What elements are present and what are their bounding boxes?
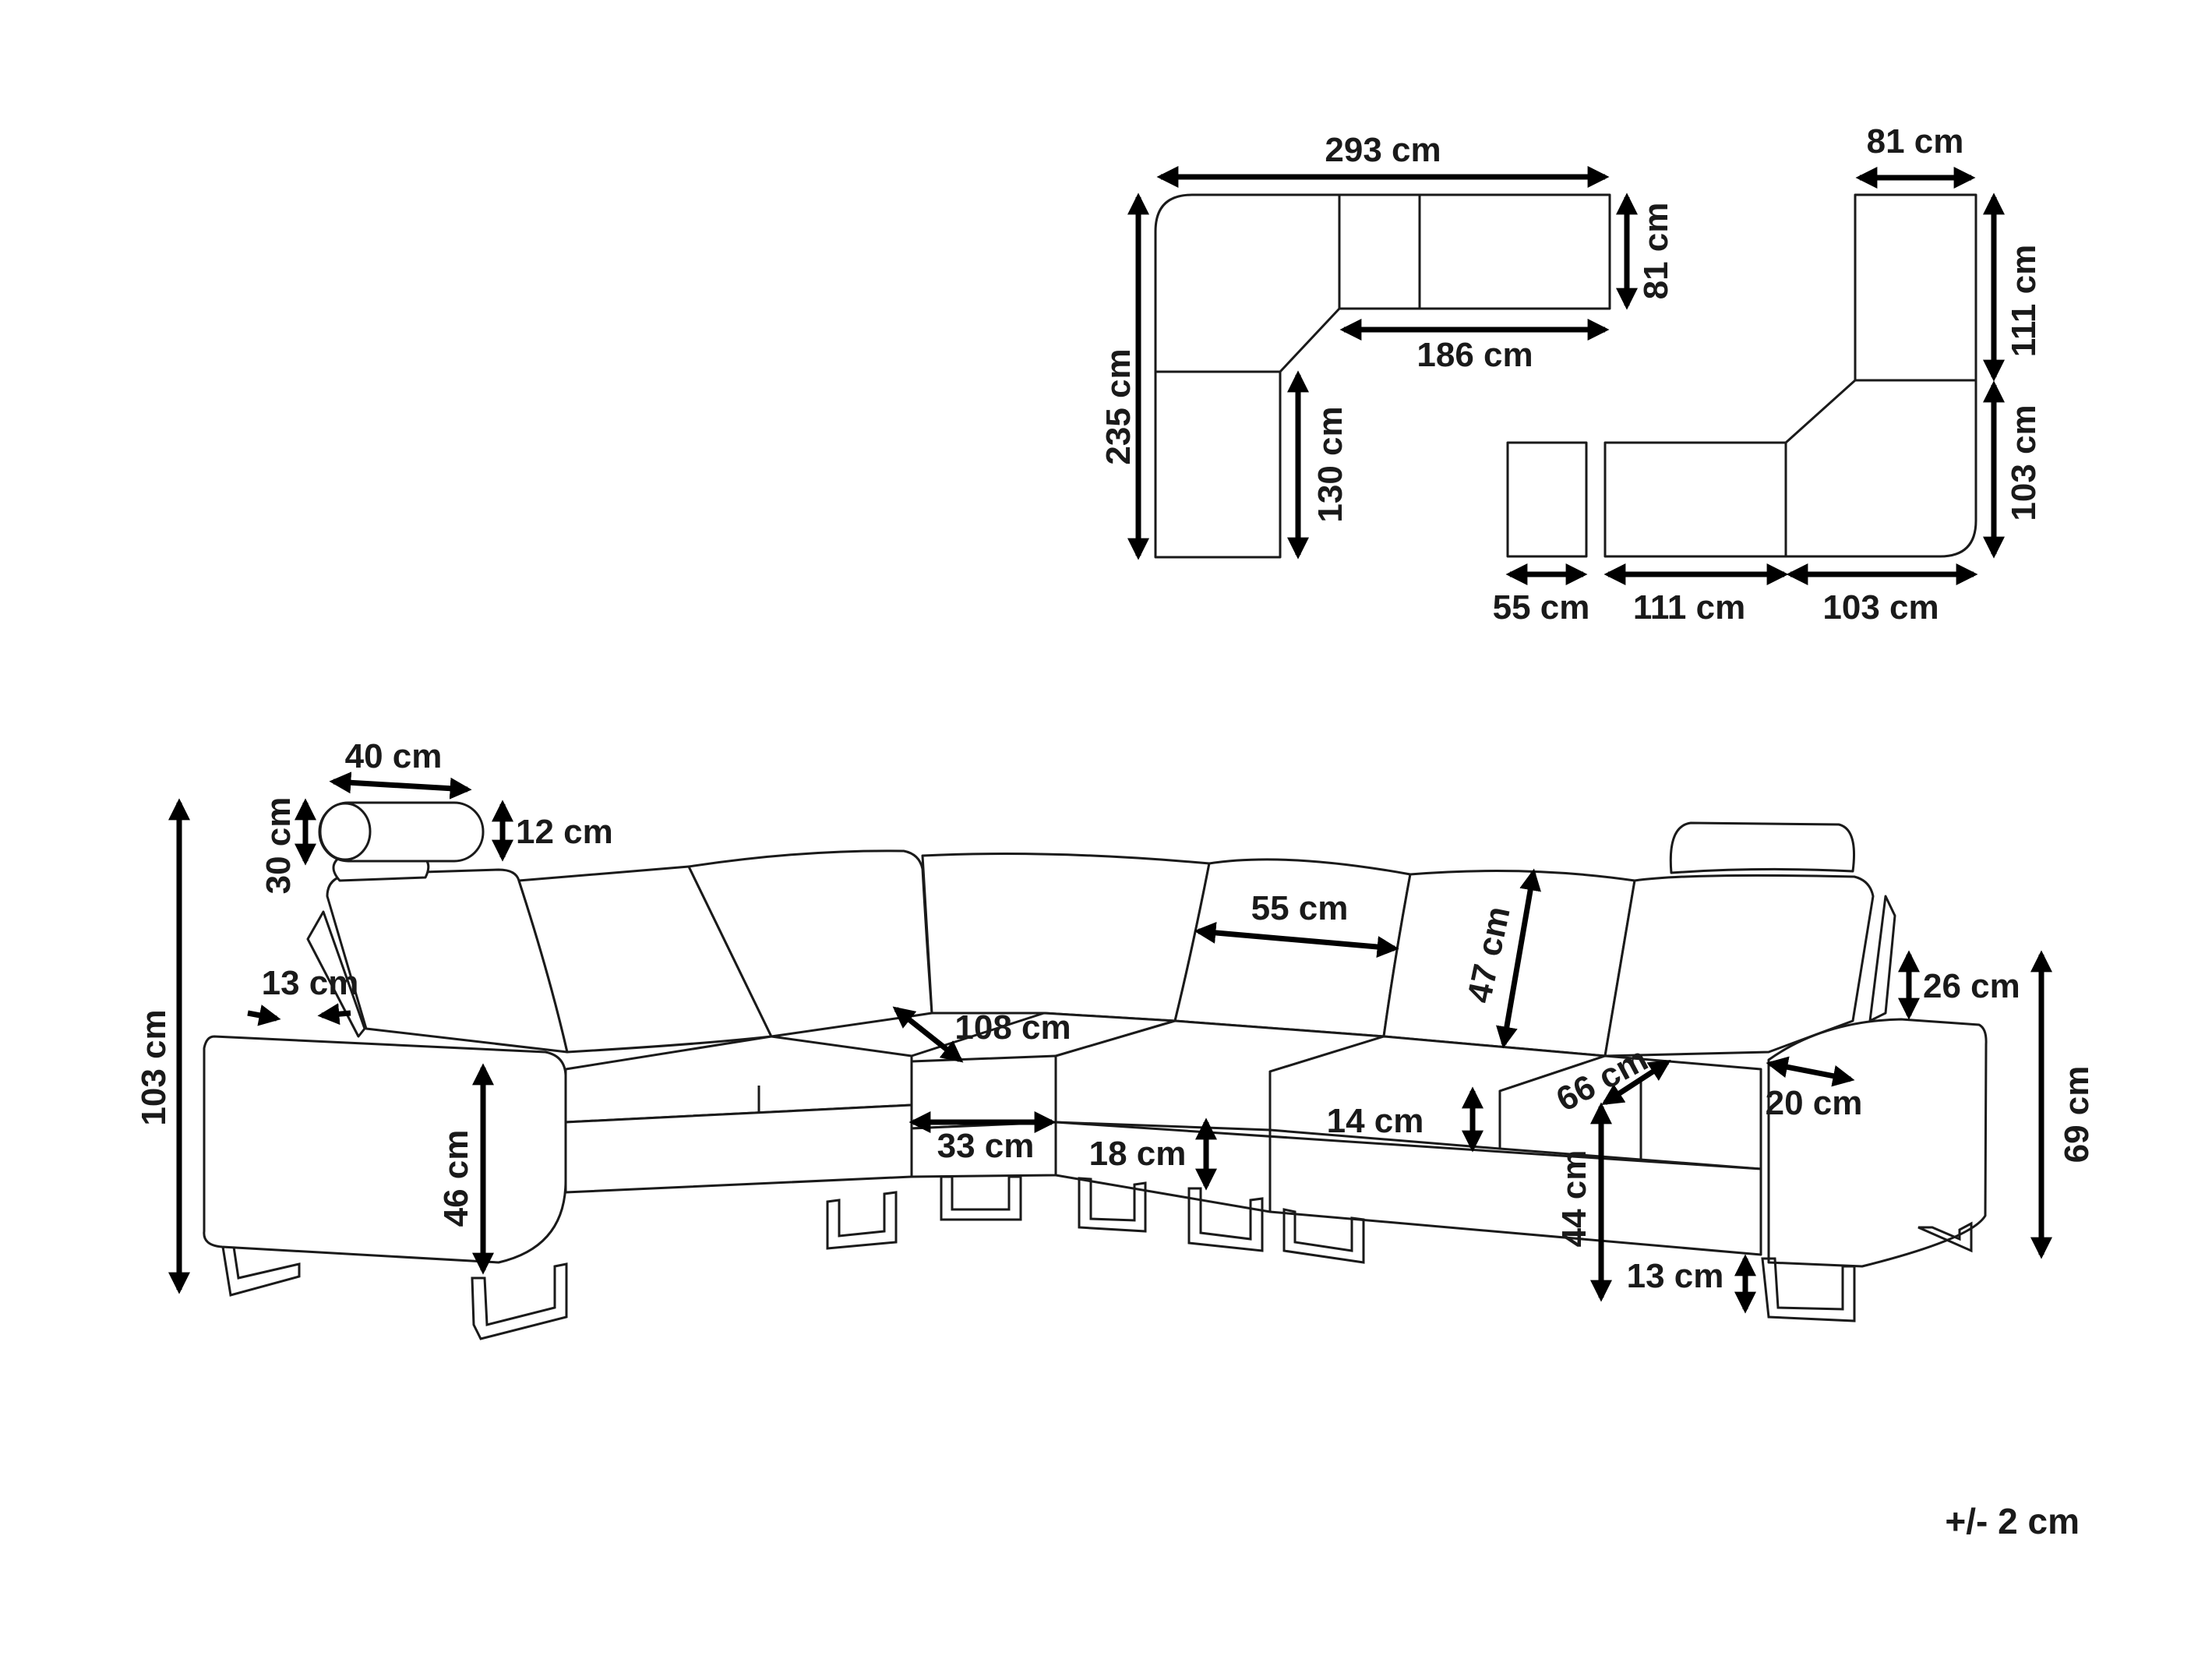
plan-b-corner-outline: [1784, 193, 1977, 558]
back-cushion: [517, 865, 773, 1054]
sofa-leg: [826, 1191, 898, 1250]
top-view-right-configuration: 81 cm 111 cm 103 cm 55 cm 111 cm 103 cm: [1493, 122, 2043, 627]
chaise-length-label: 130 cm: [1311, 406, 1349, 522]
arm-width-label: 81 cm: [1867, 122, 1964, 161]
arm-depth-label: 81 cm: [1637, 203, 1675, 300]
seat-cushion: [910, 1054, 1057, 1130]
top-view-left-configuration: 293 cm 81 cm 186 cm 235 cm 130 cm: [1099, 131, 1675, 560]
dimension-arrow: [1766, 1056, 1855, 1087]
sofa-perspective-view: 40 cm 30 cm 12 cm 103 cm 13 cm 46 cm 108…: [135, 737, 2096, 1340]
corner-diagonal-label: 108 cm: [954, 1008, 1071, 1047]
seat-cushion: [1498, 1054, 1762, 1170]
dimension-arrow: [892, 1006, 964, 1063]
total-width-label: 293 cm: [1325, 131, 1441, 169]
headrest-left-end: [319, 802, 372, 861]
middle-length-label: 111 cm: [1633, 588, 1745, 627]
sofa-base: [1054, 1121, 1762, 1256]
back-cushion: [921, 853, 1211, 1022]
seat-height-label: 44 cm: [1555, 1150, 1593, 1248]
plan-b-middle-seat: [1603, 441, 1787, 558]
tolerance-note: +/- 2 cm: [1945, 1501, 2080, 1541]
dimension-arrow: [1601, 1059, 1671, 1106]
sofa-leg: [1078, 1177, 1147, 1233]
arm-height-label: 46 cm: [437, 1130, 475, 1227]
headrest-right: [1669, 821, 1856, 874]
arm-total-height-label: 69 cm: [2058, 1066, 2096, 1163]
dimension-arrow: [1496, 868, 1541, 1049]
sofa-leg: [1761, 1257, 1856, 1322]
plan-a-outline: [1154, 193, 1611, 559]
dimension-arrow: [1194, 922, 1399, 958]
inner-length-label: 186 cm: [1416, 336, 1533, 374]
sofa-leg: [1917, 1221, 1973, 1253]
left-arm-back: [306, 910, 366, 1038]
seat-thickness-label: 18 cm: [1089, 1135, 1187, 1173]
sofa-leg: [221, 1246, 301, 1297]
ottoman-width-label: 55 cm: [1493, 588, 1590, 627]
right-arm: [1767, 1018, 1988, 1268]
back-cushion: [1603, 874, 1875, 1057]
backrest-width-label: 55 cm: [1251, 889, 1349, 927]
upper-length-label: 111 cm: [2005, 245, 2043, 357]
dimension-arrow: [317, 1003, 351, 1026]
leg-height-label: 13 cm: [1627, 1257, 1724, 1295]
corner-seat-depth-label: 33 cm: [937, 1127, 1035, 1165]
plan-b-ottoman: [1506, 441, 1588, 558]
corner-length-label: 103 cm: [1822, 588, 1939, 627]
armrest-width-label: 20 cm: [1766, 1084, 1863, 1122]
sofa-leg: [940, 1175, 1022, 1221]
dimension-arrow: [329, 771, 472, 800]
sofa-leg: [1282, 1208, 1365, 1264]
total-height-label: 103 cm: [135, 1009, 173, 1125]
sofa-leg: [1187, 1187, 1264, 1252]
arm-width-label: 13 cm: [262, 964, 359, 1002]
armrest-top-label: 26 cm: [1923, 967, 2020, 1005]
headrest-width-label: 40 cm: [345, 737, 443, 775]
lower-length-label: 103 cm: [2005, 404, 2043, 521]
headrest-height-label: 30 cm: [259, 797, 298, 895]
right-arm-back: [1868, 895, 1896, 1022]
headrest-adjust-label: 12 cm: [516, 813, 613, 851]
sofa-leg: [471, 1262, 568, 1340]
cushion-height-label: 14 cm: [1327, 1102, 1424, 1140]
left-arm: [203, 1035, 567, 1264]
dimension-arrow: [247, 1005, 281, 1026]
total-depth-label: 235 cm: [1099, 348, 1138, 464]
